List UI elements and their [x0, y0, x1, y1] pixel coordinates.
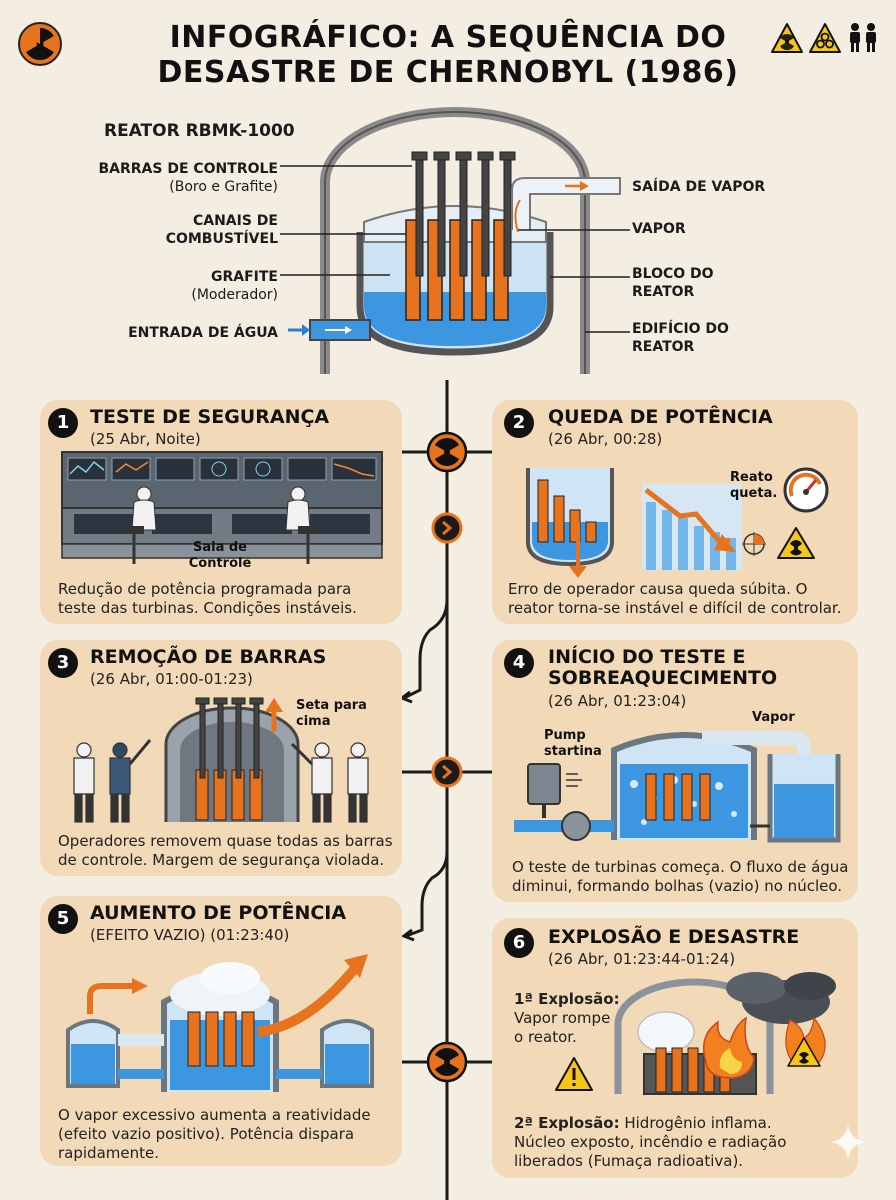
- step-5-desc-line-2: (efeito vazio positivo). Potência dispar…: [58, 1125, 355, 1143]
- label-graphite-sub: (Moderador): [191, 287, 278, 303]
- label-graphite-text: GRAFITE: [211, 269, 278, 285]
- step-6-explosion-2: 2ª Explosão: Hidrogênio inflama. Núcleo …: [514, 1114, 786, 1171]
- step-2-label-2: queta.: [730, 486, 778, 501]
- step-1-room-label: Sala de Controle: [188, 540, 252, 571]
- step-3-label-1: Seta para: [296, 698, 367, 713]
- label-building-1: EDIFÍCIO DO: [632, 321, 729, 337]
- label-control-rods-sub: (Boro e Grafite): [169, 179, 278, 195]
- page-title: INFOGRÁFICO: A SEQUÊNCIA DO DESASTRE DE …: [120, 20, 776, 90]
- step-6-title: EXPLOSÃO E DESASTRE: [548, 926, 800, 948]
- step-3-desc: Operadores removem quase todas as barras…: [58, 832, 393, 870]
- label-steam: VAPOR: [632, 221, 686, 237]
- step-1-date: (25 Abr, Noite): [90, 430, 201, 448]
- step-1-desc: Redução de potência programada para test…: [58, 580, 357, 618]
- label-steam-out: SAÍDA DE VAPOR: [632, 179, 766, 195]
- label-reactor-block: BLOCO DO REATOR: [632, 265, 714, 301]
- step-2-title: QUEDA DE POTÊNCIA: [548, 406, 773, 428]
- timeline-radiation-icon: [426, 1041, 468, 1083]
- sparkle-icon: [830, 1124, 866, 1160]
- turbine-test-illustration: [514, 731, 841, 843]
- step-3-arrow-label: Seta para cima: [296, 698, 367, 730]
- step-6-desc-line-2: Núcleo exposto, incêndio e radiação: [514, 1133, 787, 1151]
- step-3-title: REMOÇÃO DE BARRAS: [90, 646, 327, 668]
- label-fuel-1: CANAIS DE: [192, 213, 278, 229]
- step-3-desc-line-2: de controle. Margem de segurança violada…: [58, 851, 385, 869]
- step-3-date: (26 Abr, 01:00-01:23): [90, 670, 253, 688]
- step-1-desc-line-1: Redução de potência programada para: [58, 580, 352, 598]
- step-6-exp2-title: 2ª Explosão:: [514, 1114, 620, 1132]
- biohazard-icon: [809, 23, 841, 53]
- step-2-number: 2: [504, 408, 534, 438]
- step-2-reactor-label: Reato queta.: [730, 470, 777, 502]
- chevron-right-icon: [431, 756, 463, 788]
- step-4-title-line-2: SOBREAQUECIMENTO: [548, 667, 778, 689]
- power-drop-illustration: [526, 468, 815, 578]
- step-4-pump-label: Pump startina: [544, 728, 602, 760]
- step-5-number: 5: [48, 904, 78, 934]
- step-3-label-2: cima: [296, 714, 331, 729]
- step-6-explosion-1: 1ª Explosão: Vapor rompe o reator.: [514, 990, 620, 1047]
- step-4-title: INÍCIO DO TESTE E SOBREAQUECIMENTO: [548, 647, 777, 689]
- step-2-desc-line-1: Erro de operador causa queda súbita. O: [508, 580, 808, 598]
- step-4-pump-label-1: Pump: [544, 728, 586, 743]
- step-1-desc-line-2: teste das turbinas. Condições instáveis.: [58, 599, 357, 617]
- reactor-diagram: [280, 107, 630, 374]
- step-3-number: 3: [48, 648, 78, 678]
- step-5-desc-line-3: rapidamente.: [58, 1144, 159, 1162]
- step-6-exp1-line-1: Vapor rompe: [514, 1009, 611, 1027]
- step-4-desc-line-1: O teste de turbinas começa. O fluxo de á…: [512, 858, 849, 876]
- step-4-date: (26 Abr, 01:23:04): [548, 692, 687, 710]
- timeline-radiation-icon: [426, 431, 468, 473]
- label-graphite: GRAFITE (Moderador): [60, 268, 278, 304]
- chevron-right-icon: [431, 512, 463, 544]
- step-2-label-1: Reato: [730, 470, 773, 485]
- step-6-exp2-rest: Hidrogênio inflama.: [619, 1114, 772, 1132]
- step-4-pump-label-2: startina: [544, 744, 602, 759]
- label-building-2: REATOR: [632, 339, 695, 355]
- label-block-1: BLOCO DO: [632, 266, 714, 282]
- rod-removal-illustration: [73, 697, 369, 823]
- step-4-steam-label: Vapor: [752, 710, 795, 725]
- people-icon: [850, 23, 876, 52]
- label-reactor-building: EDIFÍCIO DO REATOR: [632, 320, 729, 356]
- step-2-desc: Erro de operador causa queda súbita. O r…: [508, 580, 842, 618]
- step-4-title-line-1: INÍCIO DO TESTE E: [548, 646, 746, 668]
- step-6-exp2-line-1: 2ª Explosão: Hidrogênio inflama.: [514, 1114, 786, 1133]
- step-4-desc: O teste de turbinas começa. O fluxo de á…: [512, 858, 848, 896]
- step-5-date: (EFEITO VAZIO) (01:23:40): [90, 926, 290, 944]
- step-4-number: 4: [504, 648, 534, 678]
- step-2-desc-line-2: reator torna-se instável e difícil de co…: [508, 599, 842, 617]
- explosion-illustration: [555, 972, 836, 1095]
- step-4-desc-line-2: diminui, formando bolhas (vazio) no núcl…: [512, 877, 843, 895]
- step-5-desc-line-1: O vapor excessivo aumenta a reatividade: [58, 1106, 371, 1124]
- label-fuel-channels: CANAIS DE COMBUSTÍVEL: [60, 212, 278, 248]
- fuel-channels: [405, 219, 509, 321]
- label-water-in: ENTRADA DE ÁGUA: [128, 325, 278, 341]
- step-1-number: 1: [48, 408, 78, 438]
- radiation-icon: [18, 22, 62, 66]
- control-room-illustration: [61, 451, 383, 564]
- step-5-title: AUMENTO DE POTÊNCIA: [90, 902, 347, 924]
- step-6-number: 6: [504, 928, 534, 958]
- step-5-desc: O vapor excessivo aumenta a reatividade …: [58, 1106, 371, 1163]
- warning-radiation-icon: [771, 23, 803, 53]
- control-rods: [411, 151, 516, 277]
- reactor-title: REATOR RBMK-1000: [104, 121, 295, 141]
- step-1-title: TESTE DE SEGURANÇA: [90, 406, 330, 428]
- step-6-exp1-line-2: o reator.: [514, 1028, 577, 1046]
- power-surge-illustration: [66, 954, 374, 1092]
- label-control-rods: BARRAS DE CONTROLE (Boro e Grafite): [60, 160, 278, 196]
- step-3-desc-line-1: Operadores removem quase todas as barras: [58, 832, 393, 850]
- label-block-2: REATOR: [632, 284, 695, 300]
- gauge-icon: [783, 467, 829, 513]
- label-control-rods-text: BARRAS DE CONTROLE: [98, 161, 278, 177]
- step-6-desc-line-3: liberados (Fumaça radioativa).: [514, 1152, 744, 1170]
- title-line-2: DESASTRE DE CHERNOBYL (1986): [157, 55, 739, 90]
- title-line-1: INFOGRÁFICO: A SEQUÊNCIA DO: [169, 20, 727, 55]
- step-6-date: (26 Abr, 01:23:44-01:24): [548, 950, 736, 968]
- steam-outlet-pipe: [511, 177, 621, 230]
- label-fuel-2: COMBUSTÍVEL: [165, 231, 278, 247]
- step-2-date: (26 Abr, 00:28): [548, 430, 663, 448]
- step-6-exp1-title: 1ª Explosão:: [514, 990, 620, 1008]
